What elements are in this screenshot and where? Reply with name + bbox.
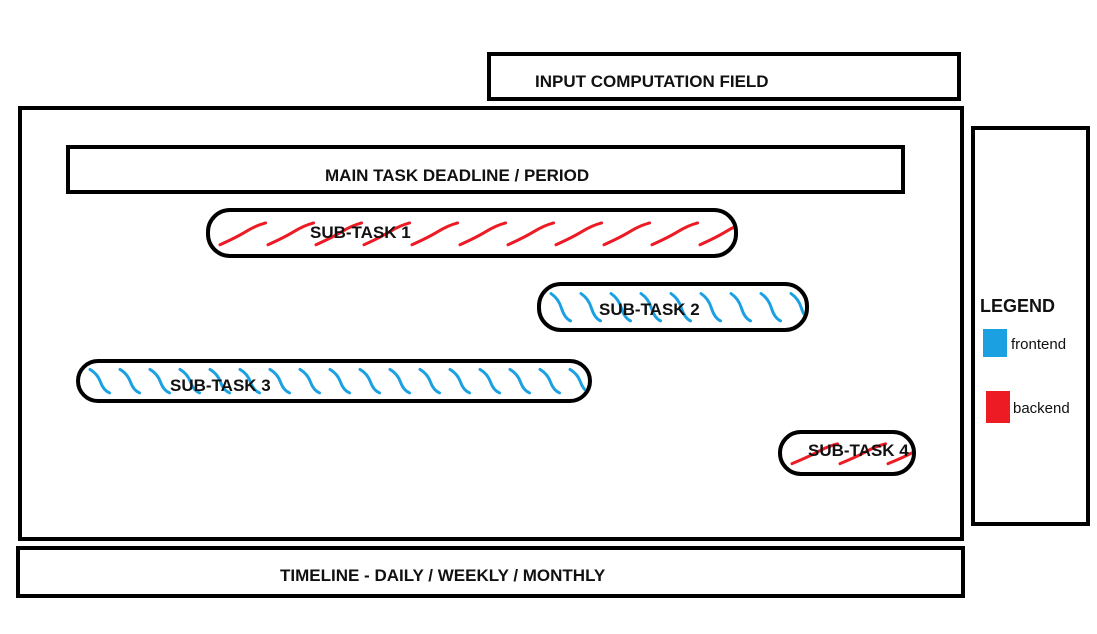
subtask-3-label: SUB-TASK 3: [170, 376, 271, 395]
backend-hatch: [790, 442, 912, 466]
backend-hatch-stroke: [838, 442, 888, 466]
backend-hatch-stroke: [650, 221, 700, 247]
subtask-1-label: SUB-TASK 1: [310, 223, 411, 242]
backend-hatch-stroke: [602, 221, 652, 247]
frontend-hatch-stroke: [579, 292, 602, 323]
input-computation-field[interactable]: INPUT COMPUTATION FIELD: [487, 52, 961, 101]
subtask-4-bar[interactable]: SUB-TASK 4: [778, 430, 916, 476]
frontend-hatch-stroke: [568, 367, 588, 394]
frontend-hatch-stroke: [639, 292, 662, 323]
backend-hatch-stroke: [410, 221, 460, 247]
frontend-hatch-stroke: [699, 292, 722, 323]
frontend-hatch-stroke: [538, 367, 561, 395]
timeline-label: TIMELINE - DAILY / WEEKLY / MONTHLY: [280, 566, 606, 585]
backend-hatch-stroke: [362, 221, 412, 247]
frontend-hatch-stroke: [549, 292, 572, 323]
frontend-hatch-stroke: [298, 367, 321, 395]
backend-hatch-stroke: [266, 221, 316, 247]
subtask-4-label: SUB-TASK 4: [808, 441, 909, 460]
frontend-hatch-stroke: [148, 367, 171, 395]
backend-hatch-stroke: [790, 442, 840, 466]
subtask-2-label: SUB-TASK 2: [599, 300, 700, 319]
frontend-hatch-stroke: [759, 292, 782, 323]
frontend-hatch-stroke: [669, 292, 692, 323]
subtask-1-bar[interactable]: SUB-TASK 1: [206, 208, 738, 258]
frontend-hatch-stroke: [118, 367, 141, 395]
frontend-hatch: [88, 367, 588, 395]
backend-hatch-stroke: [886, 451, 912, 466]
input-computation-field-label: INPUT COMPUTATION FIELD: [535, 72, 769, 91]
subtask-2-bar[interactable]: SUB-TASK 2: [537, 282, 809, 332]
legend-backend-label: backend: [1013, 400, 1070, 417]
frontend-hatch-stroke: [178, 367, 201, 395]
backend-hatch-stroke: [506, 221, 556, 247]
legend-title: LEGEND: [980, 296, 1056, 316]
frontend-hatch-stroke: [609, 292, 632, 323]
frontend-hatch-stroke: [508, 367, 531, 395]
legend-frontend-label: frontend: [1011, 336, 1067, 353]
frontend-hatch-stroke: [388, 367, 411, 395]
frontend-hatch-stroke: [418, 367, 441, 395]
backend-hatch: [218, 221, 734, 247]
backend-hatch-stroke: [554, 221, 604, 247]
frontend-color-swatch: [983, 329, 1007, 357]
frontend-hatch-stroke: [88, 367, 111, 395]
backend-color-swatch: [986, 391, 1010, 423]
backend-hatch-stroke: [218, 221, 268, 247]
frontend-hatch-stroke: [268, 367, 291, 395]
main-task-deadline-bar[interactable]: MAIN TASK DEADLINE / PERIOD: [66, 145, 905, 194]
frontend-hatch-stroke: [729, 292, 752, 323]
main-task-deadline-label: MAIN TASK DEADLINE / PERIOD: [325, 166, 590, 185]
frontend-hatch-stroke: [208, 367, 231, 395]
backend-hatch-stroke: [314, 221, 364, 247]
frontend-hatch-stroke: [789, 292, 805, 319]
frontend-hatch-stroke: [328, 367, 351, 395]
frontend-hatch-stroke: [238, 367, 261, 395]
legend-panel: [971, 126, 1090, 526]
backend-hatch-stroke: [698, 225, 734, 247]
subtask-3-bar[interactable]: SUB-TASK 3: [76, 359, 592, 403]
backend-hatch-stroke: [458, 221, 508, 247]
frontend-hatch: [549, 292, 805, 323]
frontend-hatch-stroke: [448, 367, 471, 395]
timeline-bar[interactable]: TIMELINE - DAILY / WEEKLY / MONTHLY: [16, 546, 965, 598]
frontend-hatch-stroke: [478, 367, 501, 395]
frontend-hatch-stroke: [358, 367, 381, 395]
